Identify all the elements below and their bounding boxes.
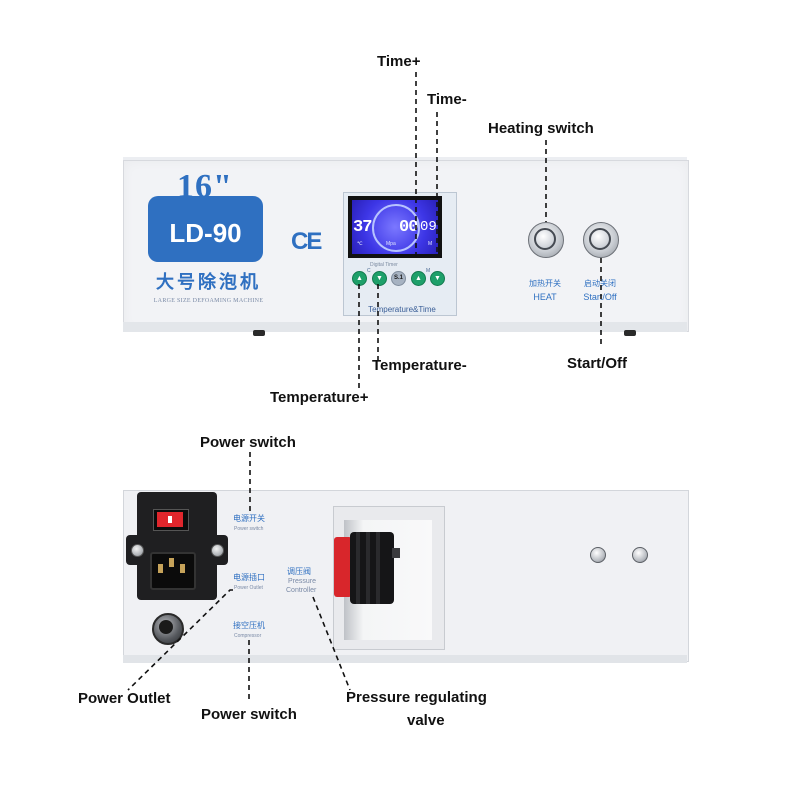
screw-icon: [632, 547, 648, 563]
screw-icon: [211, 544, 224, 557]
time-plus-button[interactable]: ▲: [411, 271, 426, 286]
callout-heating-switch: Heating switch: [488, 120, 594, 137]
pressure-valve-collar: [334, 537, 352, 597]
ce-mark: CE: [291, 228, 322, 255]
valve-grip-rib: [366, 532, 370, 604]
lcd-ring: [372, 204, 420, 252]
temperature-minus-button[interactable]: ▼: [372, 271, 387, 286]
start-switch-label-cn: 启动关闭: [584, 279, 616, 288]
pressure-valve-label-en-1: Pressure: [288, 578, 317, 585]
callout-time-minus: Time-: [427, 91, 467, 108]
pressure-valve-label-cn: 调压阀: [287, 567, 311, 576]
socket-pin-icon: [169, 558, 174, 567]
time-button-caption: M: [426, 268, 431, 274]
front-foot-left: [253, 330, 265, 336]
callout-pressure-valve-line1: Pressure regulating: [346, 689, 487, 706]
heat-switch-label-cn: 加热开关: [529, 279, 561, 288]
front-foot-right: [624, 330, 636, 336]
lcd-time-fraction: 09: [420, 219, 437, 235]
lcd-time: 00: [399, 218, 418, 237]
power-outlet-leader: [127, 589, 233, 691]
badge-model: LD-90: [169, 218, 242, 248]
callout-temperature-plus: Temperature+: [270, 389, 369, 406]
time-minus-button[interactable]: ▼: [430, 271, 445, 286]
rocker-indicator-icon: [168, 516, 172, 523]
pressure-valve-leader: [312, 596, 351, 691]
power-switch-label-cn: 电源开关: [233, 514, 265, 523]
heating-switch-ring: [534, 228, 556, 250]
back-base: [123, 655, 687, 663]
callout-temperature-minus: Temperature-: [372, 357, 467, 374]
valve-stem: [392, 548, 400, 558]
brand-cn: 大号除泡机: [156, 272, 261, 292]
socket-pin-icon: [158, 564, 163, 573]
power-outlet-label-en: Power Outlet: [234, 585, 263, 591]
valve-grip-rib: [376, 532, 380, 604]
callout-start-off: Start/Off: [567, 355, 627, 372]
fitting-core-icon: [159, 620, 173, 634]
screw-icon: [131, 544, 144, 557]
lcd-temperature: 37: [353, 218, 372, 237]
controller-label: Digital Timer: [370, 262, 398, 268]
start-off-switch-ring: [589, 228, 611, 250]
callout-power-outlet: Power Outlet: [78, 690, 171, 707]
badge-size: 16": [177, 168, 233, 205]
lcd-unit-mpa: Mpa: [386, 241, 396, 247]
power-outlet-label-cn: 电源插口: [233, 573, 265, 582]
callout-power-switch-top: Power switch: [200, 434, 296, 451]
lcd-unit-celsius: ℃: [357, 241, 363, 247]
heat-switch-label-en: HEAT: [533, 292, 557, 302]
temperature-time-label: Temperature&Time: [368, 305, 436, 314]
compressor-label-cn: 接空压机: [233, 621, 265, 630]
socket-pin-icon: [180, 564, 185, 573]
lcd-unit-minutes: M: [428, 241, 433, 247]
start-switch-label-en: Start/Off: [583, 292, 617, 302]
set-button[interactable]: S.1: [391, 271, 406, 286]
brand-en: LARGE SIZE DEFOAMING MACHINE: [153, 298, 264, 304]
screw-icon: [590, 547, 606, 563]
compressor-label-en: Compressor: [234, 633, 262, 639]
front-base: [123, 322, 687, 332]
callout-time-plus: Time+: [377, 53, 421, 70]
callout-pressure-valve-line2: valve: [407, 712, 445, 729]
callout-power-switch-bottom: Power switch: [201, 706, 297, 723]
pressure-valve-label-en-2: Controller: [286, 587, 317, 594]
model-badge: [148, 196, 263, 262]
temperature-button-caption: C: [367, 268, 371, 274]
power-switch-label-en: Power switch: [234, 526, 264, 532]
valve-grip-rib: [356, 532, 360, 604]
